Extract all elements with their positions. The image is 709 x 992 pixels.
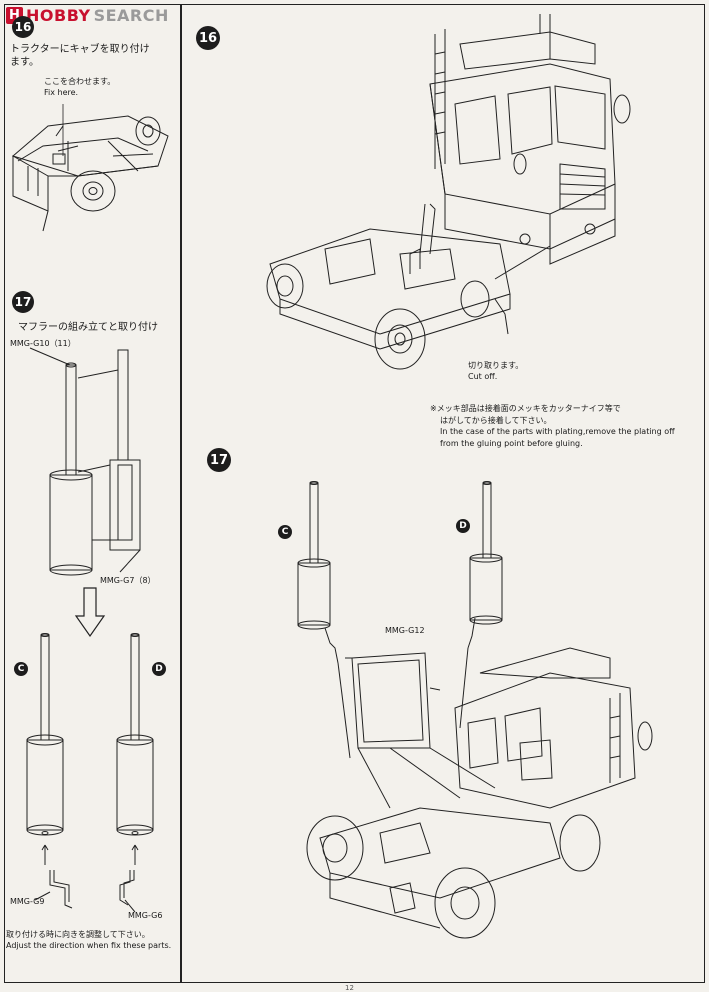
cab-mount-detail-illustration: [11, 104, 169, 232]
cut-off-en: Cut off.: [468, 372, 498, 381]
muffler-assembly-illustration: [29, 347, 141, 576]
part-mmg-g7-label: MMG-G7（8）: [100, 576, 156, 585]
page-number: 12: [345, 984, 354, 992]
part-mmg-g10-label: MMG-G10（11）: [10, 339, 76, 348]
logo-brand: HOBBY: [26, 5, 91, 25]
hobby-search-logo: H HOBBY SEARCH: [6, 4, 169, 26]
column-divider: [180, 4, 182, 983]
adjust-direction-en: Adjust the direction when fix these part…: [6, 941, 172, 950]
step17-badge-left: 17: [12, 291, 34, 313]
plating-note-jp1: ※メッキ部品は接着面のメッキをカッターナイフ等で: [430, 404, 621, 413]
step16-title-line1: トラクターにキャブを取り付け: [10, 44, 150, 55]
fix-here-en: Fix here.: [44, 88, 79, 97]
step16-title-line2: ます。: [10, 57, 39, 68]
plating-note-jp2: はがしてから接着して下さい。: [440, 416, 552, 425]
cut-off-jp: 切り取ります。: [468, 361, 524, 370]
step17-title-left: マフラーの組み立てと取り付け: [18, 322, 158, 333]
step17-badge-right: 17: [207, 448, 231, 472]
label-c-left: C: [14, 662, 28, 676]
muffler-install-illustration: [297, 481, 653, 939]
adjust-direction-jp: 取り付ける時に向きを調整して下さい。: [6, 930, 150, 939]
part-mmg-g9-label: MMG-G9: [10, 897, 45, 906]
page-border: [4, 4, 705, 983]
plating-note-en2: from the gluing point before gluing.: [440, 439, 583, 448]
logo-search: SEARCH: [93, 5, 169, 25]
down-arrow-icon: [74, 587, 106, 638]
part-mmg-g6-label: MMG-G6: [128, 911, 163, 920]
fix-here-jp: ここを合わせます。: [44, 77, 116, 86]
step16-badge-right: 16: [196, 26, 220, 50]
step16-badge-left: 16: [12, 16, 34, 38]
label-d-left: D: [152, 662, 166, 676]
label-c-right: C: [278, 525, 292, 539]
part-mmg-g12-label: MMG-G12: [385, 626, 425, 635]
plating-note-en1: In the case of the parts with plating,re…: [440, 427, 675, 436]
mufflers-c-d-illustration: [26, 633, 154, 913]
label-d-right: D: [456, 519, 470, 533]
cab-to-chassis-illustration: [266, 14, 631, 370]
